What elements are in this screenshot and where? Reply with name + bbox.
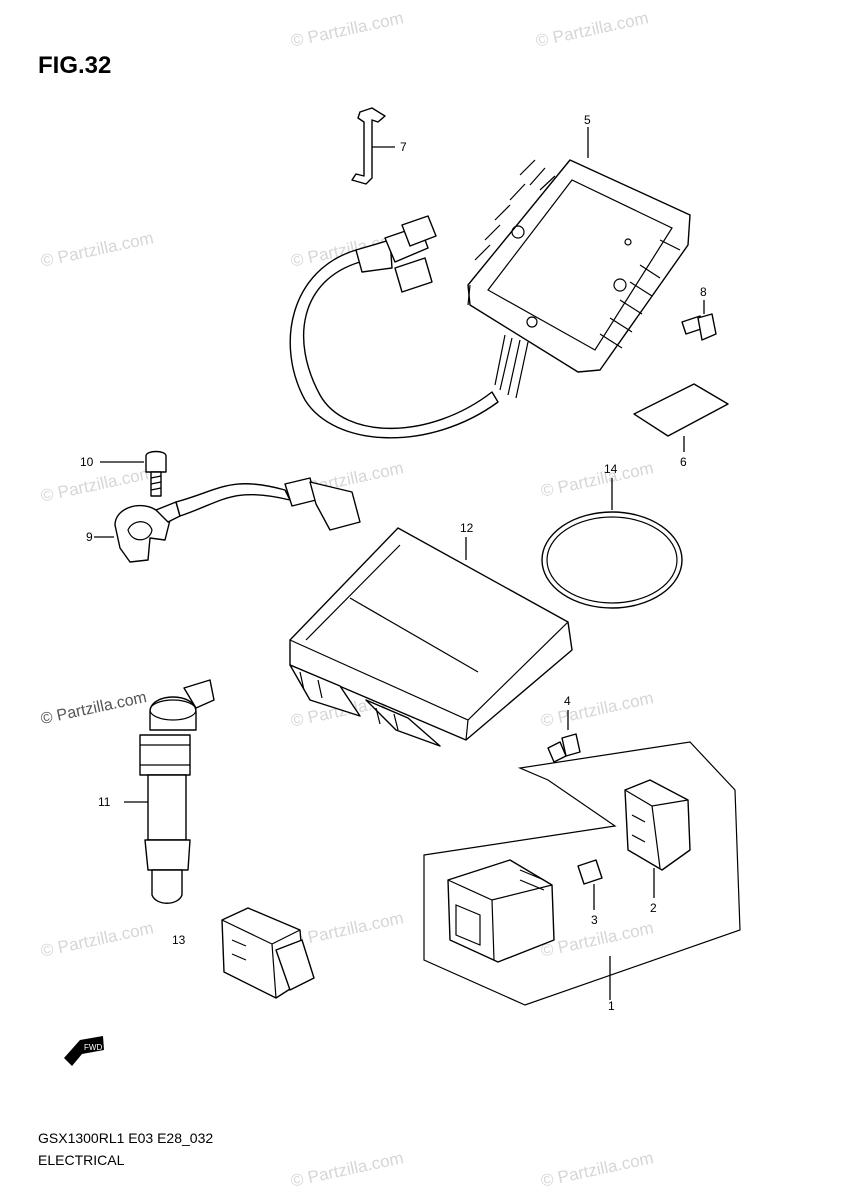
part-1-relay-assembly[interactable] bbox=[423, 741, 741, 1006]
part-6-pad[interactable] bbox=[633, 383, 729, 452]
part-12-ecu[interactable] bbox=[289, 527, 573, 747]
part-2-relay-cover[interactable] bbox=[624, 779, 691, 898]
callout-2: 2 bbox=[650, 901, 657, 915]
callout-3: 3 bbox=[591, 913, 598, 927]
part-14-ring[interactable] bbox=[541, 478, 683, 609]
part-10-bolt[interactable] bbox=[100, 450, 167, 497]
part-9-sensor[interactable] bbox=[94, 477, 361, 563]
callout-1: 1 bbox=[608, 999, 615, 1013]
callout-4: 4 bbox=[564, 694, 571, 708]
callout-8: 8 bbox=[700, 285, 707, 299]
svg-text:FWD: FWD bbox=[84, 1043, 102, 1052]
part-4-bolt[interactable] bbox=[547, 710, 581, 763]
part-3-relay[interactable] bbox=[577, 859, 603, 910]
figure-title: FIG.32 bbox=[38, 52, 112, 79]
callout-5: 5 bbox=[584, 113, 591, 127]
callout-9: 9 bbox=[86, 530, 93, 544]
part-7-clip[interactable] bbox=[351, 107, 395, 185]
callout-6: 6 bbox=[680, 455, 687, 469]
callout-12: 12 bbox=[460, 521, 474, 535]
callout-14: 14 bbox=[604, 462, 618, 476]
callout-13: 13 bbox=[172, 933, 186, 947]
part-5-regulator[interactable] bbox=[289, 159, 691, 439]
part-13-connector[interactable] bbox=[221, 907, 315, 999]
model-code: GSX1300RL1 E03 E28_032 bbox=[38, 1130, 214, 1146]
callout-11: 11 bbox=[98, 795, 111, 809]
section-label: ELECTRICAL bbox=[38, 1152, 125, 1168]
part-8-bolt[interactable] bbox=[681, 300, 717, 341]
callout-7: 7 bbox=[400, 140, 407, 154]
callout-10: 10 bbox=[80, 455, 94, 469]
fwd-arrow-icon: FWD bbox=[64, 1036, 104, 1066]
part-11-ignition-coil[interactable] bbox=[124, 679, 215, 904]
